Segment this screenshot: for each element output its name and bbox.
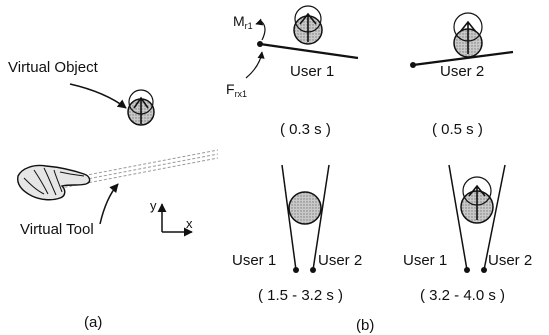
user1-label: User 1 bbox=[290, 63, 334, 80]
axis-x-label: x bbox=[186, 216, 193, 231]
contact-point-user2 bbox=[481, 267, 487, 273]
contact-point-user1 bbox=[293, 267, 299, 273]
tool-line-user1 bbox=[448, 164, 468, 271]
contact-point-user1 bbox=[464, 267, 470, 273]
virtual-object-arrow bbox=[69, 83, 127, 109]
tool-line-user2 bbox=[312, 164, 330, 271]
tool-line-user1 bbox=[281, 164, 297, 271]
time-label-1: ( 0.3 s ) bbox=[280, 121, 331, 138]
time-label-3: ( 1.5 - 3.2 s ) bbox=[258, 287, 343, 304]
virtual-object bbox=[453, 12, 483, 58]
virtual-object bbox=[460, 176, 494, 224]
virtual-object bbox=[288, 191, 322, 225]
virtual-object bbox=[293, 5, 323, 45]
hand-icon bbox=[17, 164, 91, 201]
user2-label: User 2 bbox=[318, 252, 362, 269]
frame-0-3s: Mr1 Frx1 User 1 ( 0.3 s ) bbox=[226, 5, 359, 138]
tool-line-user2 bbox=[483, 164, 506, 271]
contact-point bbox=[410, 62, 416, 68]
axis-y-label: y bbox=[150, 198, 157, 213]
user2-label: User 2 bbox=[488, 252, 532, 269]
panel-b: Mr1 Frx1 User 1 ( 0.3 s ) User 2 ( 0.5 s… bbox=[226, 5, 532, 334]
contact-point-user2 bbox=[310, 267, 316, 273]
tool-line bbox=[412, 50, 514, 67]
contact-point bbox=[257, 41, 263, 47]
frame-1-5-3-2s: User 1 User 2 ( 1.5 - 3.2 s ) bbox=[232, 164, 362, 304]
virtual-object-label: Virtual Object bbox=[8, 59, 99, 76]
user1-label: User 1 bbox=[403, 252, 447, 269]
user1-label: User 1 bbox=[232, 252, 276, 269]
force-label: Frx1 bbox=[226, 81, 247, 99]
virtual-object bbox=[127, 89, 155, 126]
force-arrow bbox=[245, 51, 265, 79]
frame-0-5s: User 2 ( 0.5 s ) bbox=[410, 12, 514, 138]
panel-a: Virtual Object Virtual Tool bbox=[8, 59, 219, 331]
panel-b-caption: (b) bbox=[356, 317, 374, 334]
panel-a-caption: (a) bbox=[84, 314, 102, 331]
user2-label: User 2 bbox=[440, 63, 484, 80]
tool-line bbox=[259, 42, 359, 60]
xy-axes: y x bbox=[150, 198, 193, 237]
frame-3-2-4-0s: User 1 User 2 ( 3.2 - 4.0 s ) bbox=[403, 164, 532, 304]
virtual-tool-arrow bbox=[99, 183, 119, 225]
virtual-tool-label: Virtual Tool bbox=[20, 221, 94, 238]
moment-arrow bbox=[255, 18, 266, 41]
time-label-4: ( 3.2 - 4.0 s ) bbox=[420, 287, 505, 304]
moment-label: Mr1 bbox=[233, 13, 253, 31]
time-label-2: ( 0.5 s ) bbox=[432, 121, 483, 138]
